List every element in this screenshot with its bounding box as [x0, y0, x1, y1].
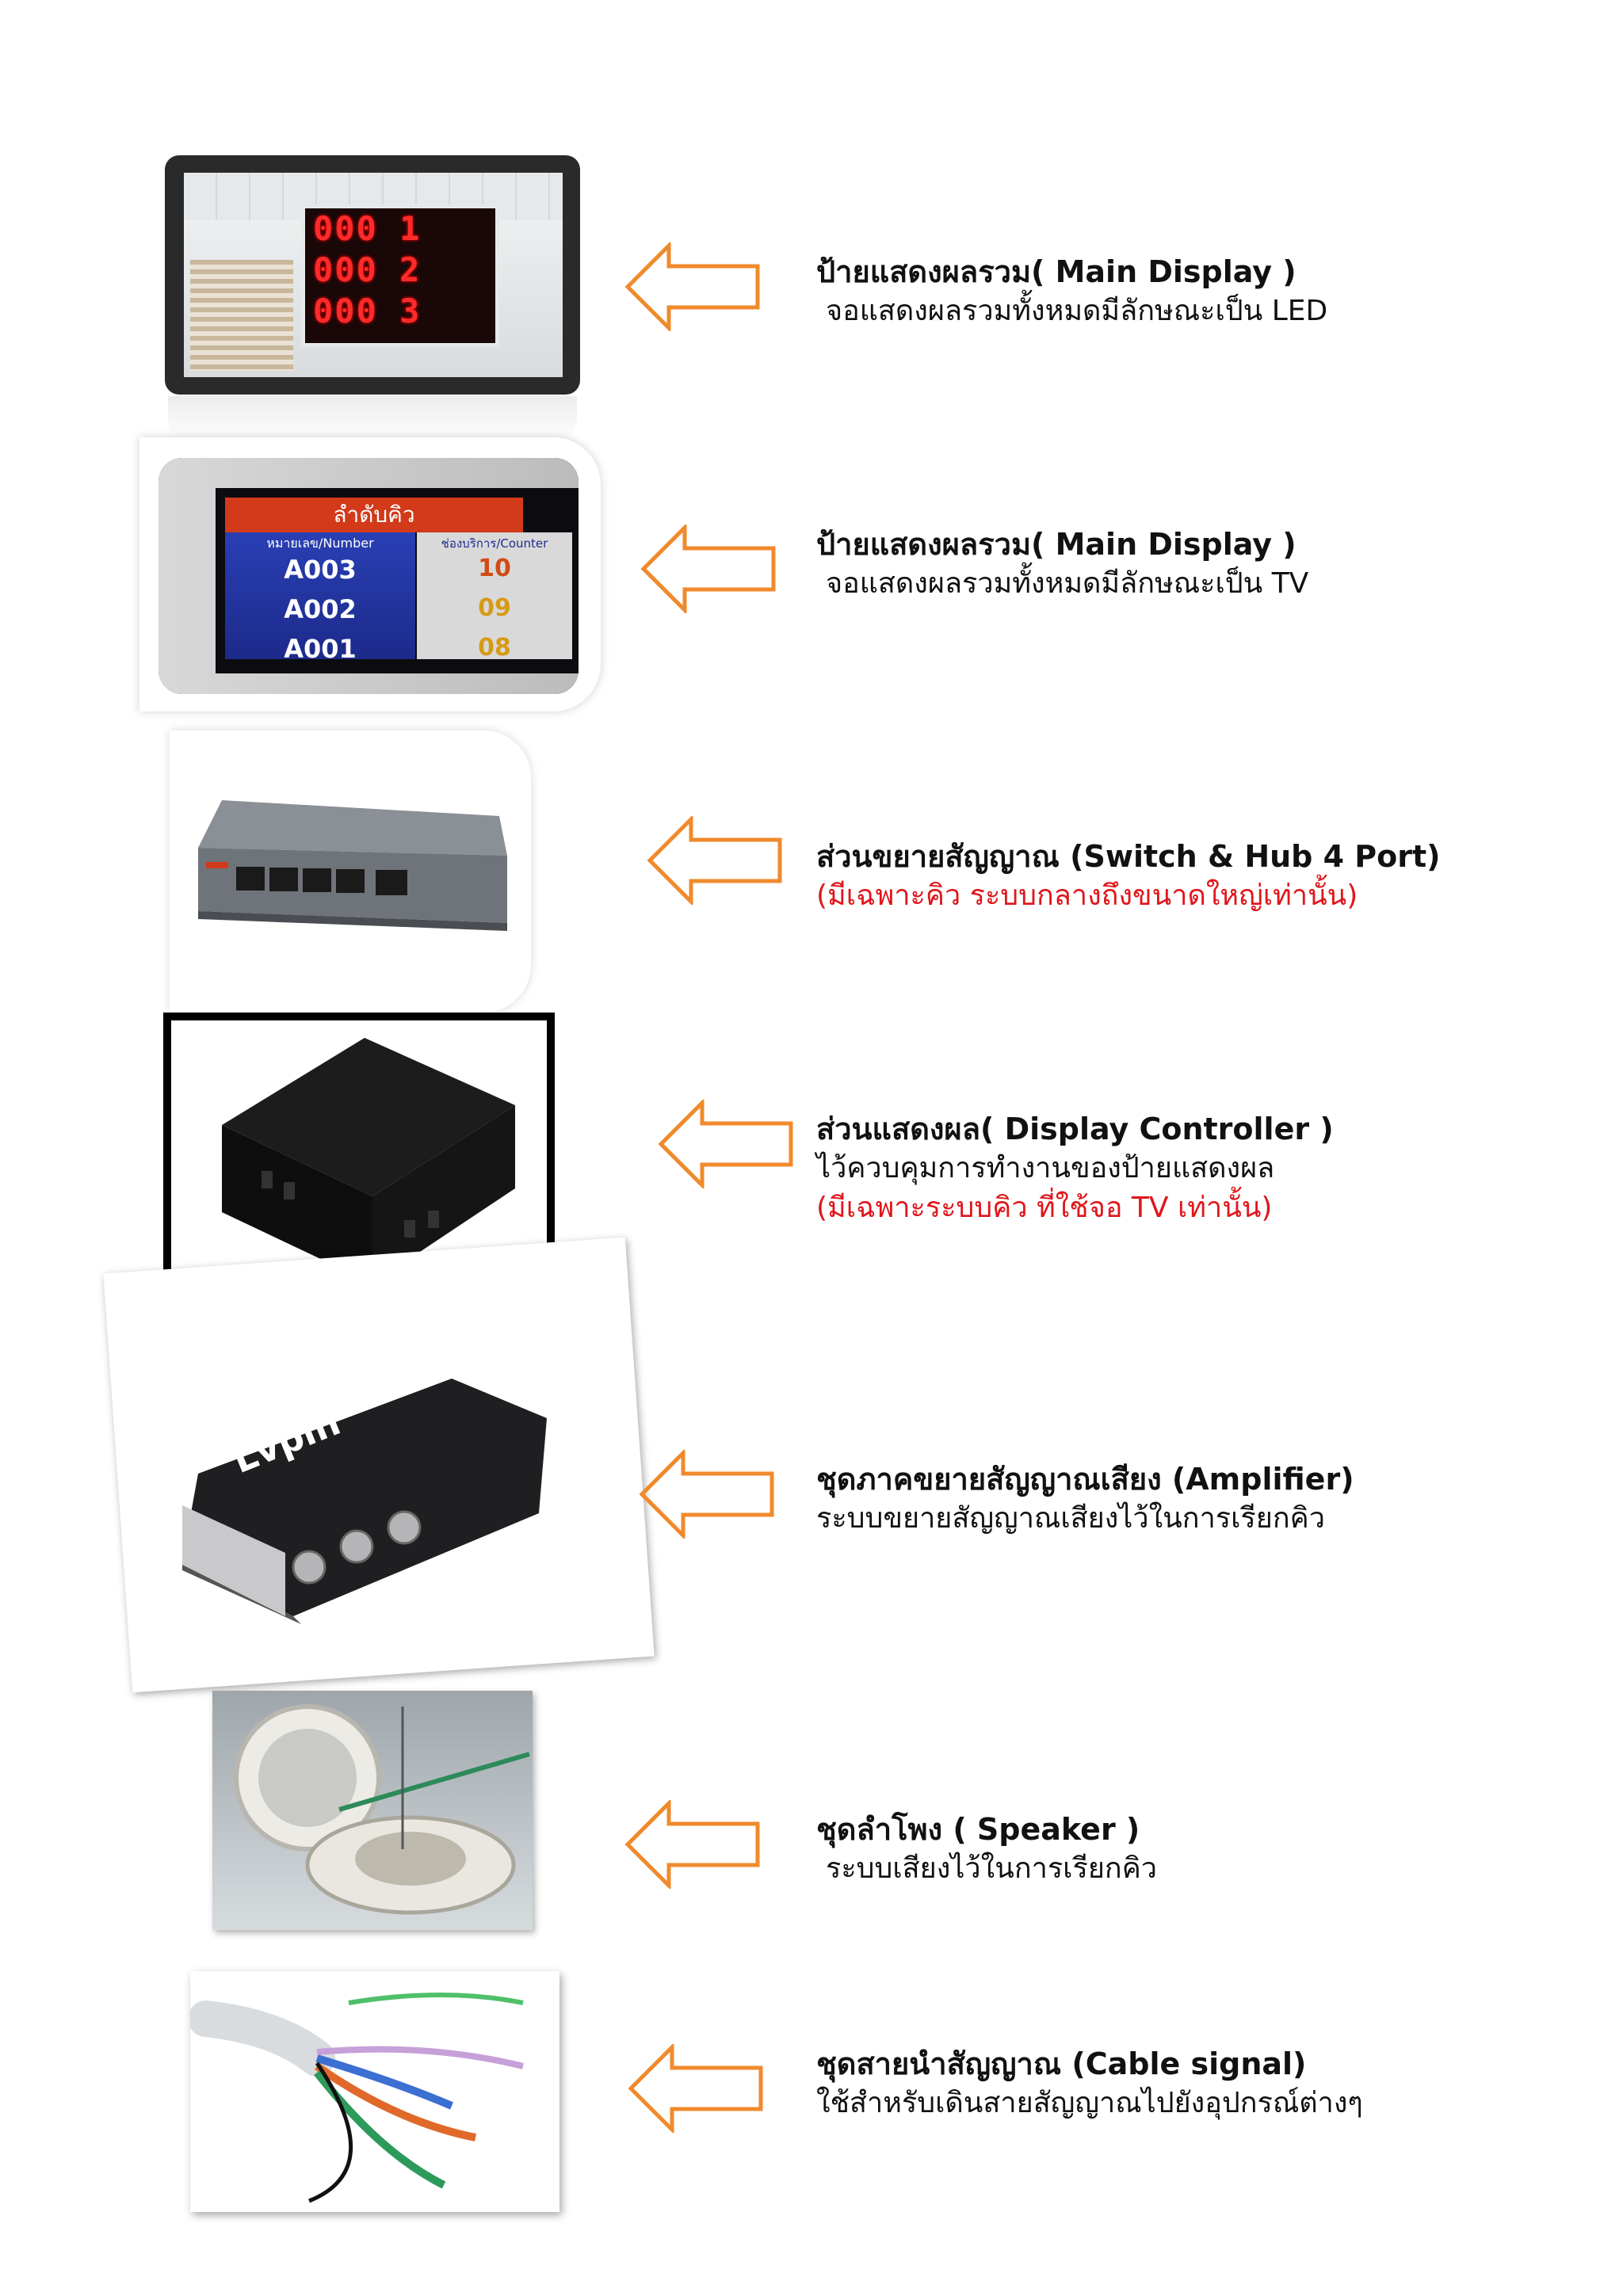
cable-illustration [190, 1993, 524, 2203]
caption-title: ชุดลำโพง ( Speaker ) [816, 1812, 1140, 1847]
caption-text: ระบบขยายสัญญาณเสียงไว้ในการเรียกคิว [816, 1502, 1325, 1535]
tv-number-panel [225, 532, 415, 659]
tv-queue-number: A002 [284, 594, 357, 624]
led-display-photo: 000 1 000 2 000 3 [184, 173, 563, 377]
tv-header: ลำดับคิว [225, 498, 523, 532]
caption-title: ส่วนแสดงผล( Display Controller ) [816, 1112, 1334, 1146]
caption-display-controller: ส่วนแสดงผล( Display Controller ) ไว้ควบค… [816, 1109, 1593, 1228]
tv-col-number: หมายเลข/Number [266, 536, 374, 551]
switch-photo [198, 800, 507, 931]
tv-col-counter: ช่องบริการ/Counter [441, 536, 548, 551]
controller-box-photo [222, 1038, 515, 1283]
tv-counter-panel [417, 532, 572, 659]
caption-title: ส่วนขยายสัญญาณ (Switch & Hub 4 Port) [816, 839, 1441, 874]
tv-queue-number: A001 [284, 634, 357, 664]
led-row: 000 2 [313, 250, 422, 289]
caption-title: ป้ายแสดงผลรวม( Main Display ) [816, 527, 1296, 562]
caption-speaker: ชุดลำโพง ( Speaker ) ระบบเสียงไว้ในการเร… [816, 1810, 1593, 1889]
tv-counter: 08 [478, 634, 511, 662]
caption-led-display: ป้ายแสดงผลรวม( Main Display ) จอแสดงผลรว… [816, 252, 1593, 331]
amplifier-photo: Lvpin [182, 1379, 547, 1624]
tv-counter: 09 [478, 594, 511, 622]
arrow-left-icon [624, 1800, 760, 1889]
caption-title: ชุดภาคขยายสัญญาณเสียง (Amplifier) [816, 1462, 1354, 1497]
speaker-photo [212, 1691, 533, 1930]
caption-switch: ส่วนขยายสัญญาณ (Switch & Hub 4 Port) (มี… [816, 837, 1593, 916]
speaker-illustration [234, 1704, 530, 1915]
caption-text: ไว้ควบคุมการทำงานของป้ายแสดงผล [816, 1152, 1275, 1184]
caption-cable: ชุดสายนำสัญญาณ (Cable signal) ใช้สำหรับเ… [816, 2044, 1593, 2123]
led-row: 000 3 [313, 292, 422, 330]
caption-text: ระบบเสียงไว้ในการเรียกคิว [826, 1852, 1158, 1885]
led-row: 000 1 [313, 209, 422, 248]
arrow-left-icon [639, 1450, 774, 1539]
led-board: 000 1 000 2 000 3 [301, 204, 499, 347]
arrow-left-icon [647, 816, 782, 905]
led-reflection [168, 396, 577, 442]
caption-tv-display: ป้ายแสดงผลรวม( Main Display ) จอแสดงผลรว… [816, 524, 1593, 604]
arrow-left-icon [640, 524, 776, 613]
cable-photo [190, 1971, 559, 2212]
caption-title: ชุดสายนำสัญญาณ (Cable signal) [816, 2046, 1307, 2081]
arrow-left-icon [624, 242, 760, 331]
tv-counter: 10 [478, 555, 511, 582]
tv-display-photo: ลำดับคิว หมายเลข/Number ช่องบริการ/Count… [158, 458, 579, 694]
tv-queue-number: A003 [284, 555, 357, 585]
caption-amplifier: ชุดภาคขยายสัญญาณเสียง (Amplifier) ระบบขย… [816, 1459, 1593, 1539]
caption-note: (มีเฉพาะระบบคิว ที่ใช้จอ TV เท่านั้น) [816, 1192, 1273, 1224]
caption-text: จอแสดงผลรวมทั้งหมดมีลักษณะเป็น LED [826, 295, 1328, 327]
caption-title: ป้ายแสดงผลรวม( Main Display ) [816, 254, 1296, 289]
arrow-left-icon [658, 1100, 793, 1188]
caption-note: (มีเฉพาะคิว ระบบกลางถึงขนาดใหญ่เท่านั้น) [816, 879, 1358, 912]
arrow-left-icon [628, 2044, 763, 2133]
caption-text: ใช้สำหรับเดินสายสัญญาณไปยังอุปกรณ์ต่างๆ [816, 2087, 1363, 2119]
caption-text: จอแสดงผลรวมทั้งหมดมีลักษณะเป็น TV [826, 567, 1309, 600]
